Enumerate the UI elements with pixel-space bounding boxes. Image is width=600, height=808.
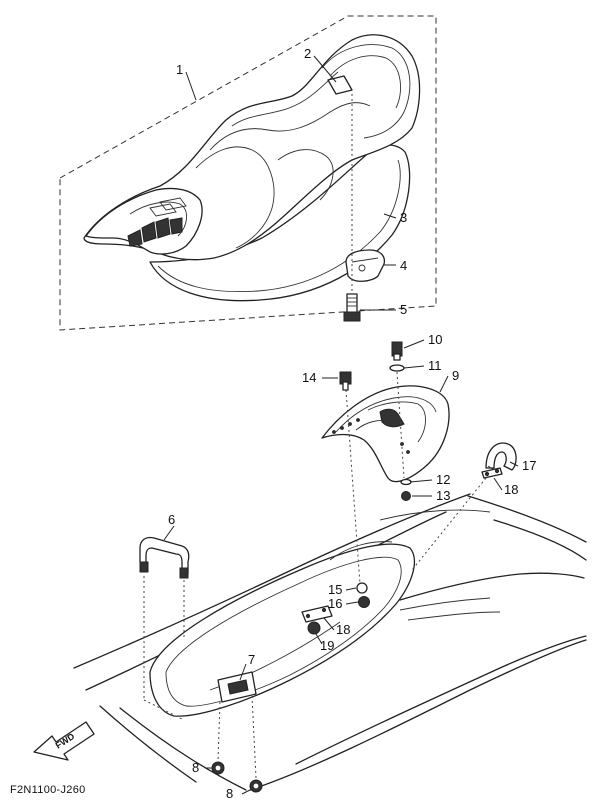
callout-10: 10	[428, 332, 442, 347]
nut-19	[307, 621, 321, 635]
seat-label-tag	[327, 75, 353, 95]
callout-12: 12	[436, 472, 450, 487]
callout-4: 4	[400, 258, 407, 273]
callout-9: 9	[452, 368, 459, 383]
callout-18a: 18	[504, 482, 518, 497]
callout-18b: 18	[336, 622, 350, 637]
callout-17: 17	[522, 458, 536, 473]
hull-deck	[73, 493, 587, 791]
callout-3: 3	[400, 210, 407, 225]
callout-7: 7	[248, 652, 255, 667]
callout-1: 1	[176, 62, 183, 77]
callout-16: 16	[328, 596, 342, 611]
callout-2: 2	[304, 46, 311, 61]
callout-15: 15	[328, 582, 342, 597]
forward-direction-arrow: FWD	[33, 721, 95, 761]
callout-5: 5	[400, 302, 407, 317]
washer-11	[389, 364, 405, 372]
callout-13: 13	[436, 488, 450, 503]
callout-19: 19	[320, 638, 334, 653]
plate-18b	[301, 605, 333, 623]
washer-15	[356, 582, 368, 594]
callout-6: 6	[168, 512, 175, 527]
seat-assembly-boundary	[59, 15, 437, 331]
grab-handle-6	[139, 536, 190, 579]
nut-8b	[249, 779, 263, 793]
washer-12	[400, 478, 412, 486]
seat-well-opening	[149, 543, 416, 717]
u-handle-17	[485, 442, 517, 471]
nut-8a	[211, 761, 225, 775]
rear-seat	[321, 385, 450, 483]
bolt-10	[391, 341, 403, 361]
nut-13	[401, 491, 411, 501]
callout-11: 11	[428, 358, 442, 373]
seat-front-handle	[85, 187, 203, 255]
nut-16	[358, 596, 370, 608]
callout-8a: 8	[192, 760, 199, 775]
seat-vent-grille	[127, 197, 187, 247]
diagram-reference-code: F2N1100-J260	[10, 784, 86, 796]
plate-7	[217, 671, 257, 703]
bolt-5	[343, 293, 361, 322]
callout-labels: 1 2 3 4 5 6 7 8 8 9 10 11 12 13 14 15 16…	[168, 46, 536, 801]
callout-14: 14	[302, 370, 316, 385]
callout-8b: 8	[226, 786, 233, 801]
bolt-14	[339, 371, 352, 391]
plate-18a	[481, 467, 503, 479]
seat-bracket	[345, 249, 386, 282]
